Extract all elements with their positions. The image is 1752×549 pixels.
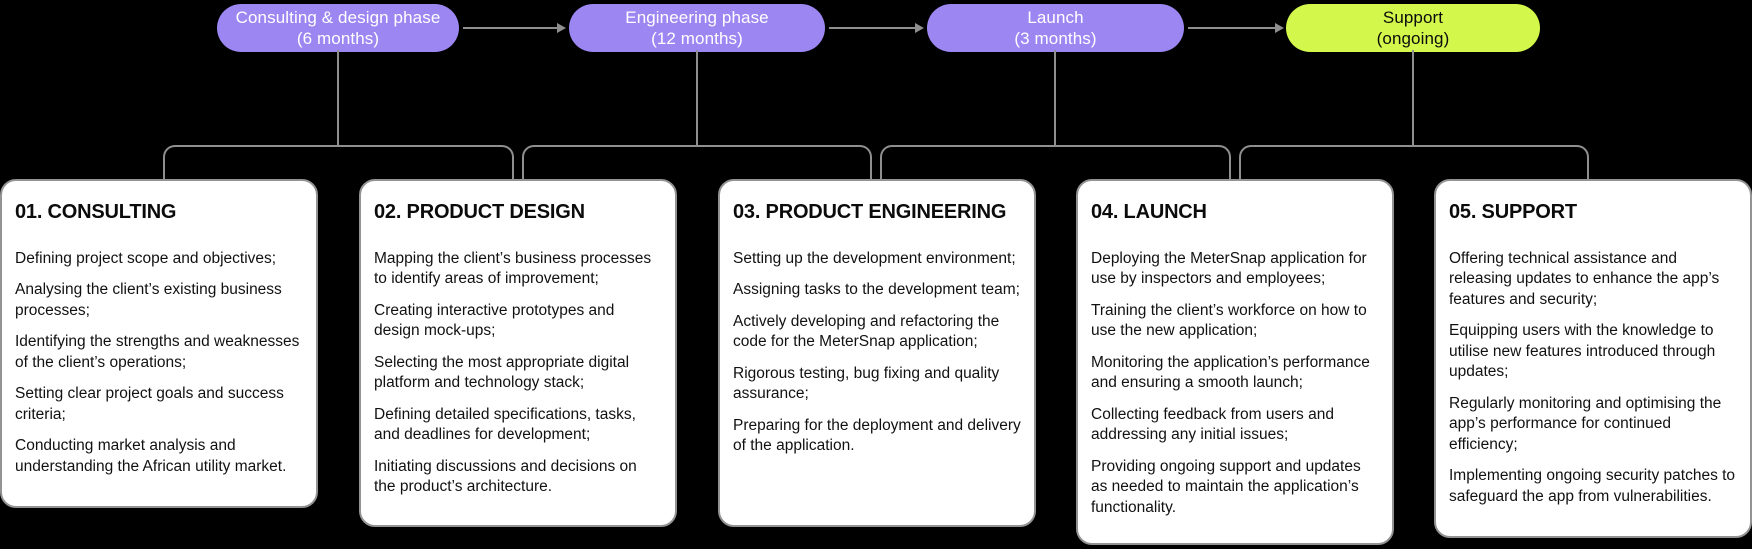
phase-name: Launch — [1027, 8, 1084, 27]
card-item: Setting up the development environment; — [733, 250, 1016, 267]
card-item: Mapping the client’s business processes … — [374, 250, 652, 288]
card-heading: 05. SUPPORT — [1449, 201, 1577, 223]
card-item: Rigorous testing, bug fixing and quality… — [733, 364, 1000, 403]
phase-duration: (12 months) — [651, 29, 743, 48]
card-item: Defining project scope and objectives; — [15, 250, 277, 267]
connector-bracket — [1239, 145, 1589, 179]
card-item: Actively developing and refactoring the … — [733, 312, 1000, 351]
card-item: Implementing ongoing security patches to… — [1449, 467, 1736, 505]
phase-pill-consulting-design: Consulting & design phase (6 months) — [217, 4, 459, 52]
card-support: 05. SUPPORT Offering technical assistanc… — [1434, 179, 1752, 538]
connector-bracket — [880, 145, 1231, 179]
card-launch: 04. LAUNCH Deploying the MeterSnap appli… — [1076, 179, 1394, 545]
connector-bracket — [522, 145, 872, 179]
card-consulting: 01. CONSULTING Defining project scope an… — [0, 179, 318, 508]
phase-duration: (ongoing) — [1376, 29, 1450, 48]
card-item: Equipping users with the knowledge to ut… — [1449, 322, 1716, 381]
connector-bracket — [163, 145, 514, 179]
phase-pill-engineering: Engineering phase (12 months) — [569, 4, 825, 52]
flow-arrow-icon — [1188, 23, 1284, 33]
phase-duration: (6 months) — [296, 29, 380, 48]
connector-stem — [1054, 50, 1056, 147]
card-heading: 02. PRODUCT DESIGN — [374, 201, 585, 223]
phase-name: Consulting & design phase — [235, 8, 441, 27]
connector-stem — [1412, 50, 1414, 147]
card-item: Selecting the most appropriate digital p… — [374, 353, 630, 392]
card-heading: 03. PRODUCT ENGINEERING — [733, 201, 1007, 223]
card-heading: 04. LAUNCH — [1091, 201, 1207, 223]
card-item: Assigning tasks to the development team; — [733, 281, 1020, 299]
card-item: Creating interactive prototypes and desi… — [374, 301, 615, 340]
card-item: Training the client’s workforce on how t… — [1091, 301, 1367, 340]
phase-duration: (3 months) — [1014, 29, 1097, 48]
card-item: Analysing the client’s existing business… — [15, 281, 282, 319]
card-item: Deploying the MeterSnap application for … — [1091, 250, 1367, 288]
card-product-design: 02. PRODUCT DESIGN Mapping the client’s … — [359, 179, 677, 527]
connector-stem — [696, 50, 698, 147]
card-item: Setting clear project goals and success … — [15, 385, 284, 423]
phase-pill-support: Support (ongoing) — [1286, 4, 1540, 52]
phase-pill-launch: Launch (3 months) — [927, 4, 1184, 52]
card-item: Defining detailed specifications, tasks,… — [374, 405, 636, 444]
connector-stem — [337, 50, 339, 147]
card-item: Providing ongoing support and updates as… — [1091, 457, 1361, 516]
card-item: Monitoring the application’s performance… — [1091, 353, 1370, 392]
card-item: Conducting market analysis and understan… — [15, 437, 287, 475]
card-item: Offering technical assistance and releas… — [1449, 250, 1720, 308]
card-product-engineering: 03. PRODUCT ENGINEERING Setting up the d… — [718, 179, 1036, 527]
flow-arrow-icon — [829, 23, 924, 33]
phase-name: Engineering phase — [625, 8, 769, 27]
flow-arrow-icon — [463, 23, 566, 33]
card-item: Initiating discussions and decisions on … — [374, 457, 637, 496]
card-item: Identifying the strengths and weaknesses… — [15, 333, 300, 371]
phase-name: Support — [1382, 8, 1444, 27]
card-heading: 01. CONSULTING — [15, 201, 177, 223]
card-item: Regularly monitoring and optimising the … — [1449, 394, 1722, 453]
card-item: Collecting feedback from users and addre… — [1091, 405, 1334, 444]
card-item: Preparing for the deployment and deliver… — [733, 416, 1021, 455]
